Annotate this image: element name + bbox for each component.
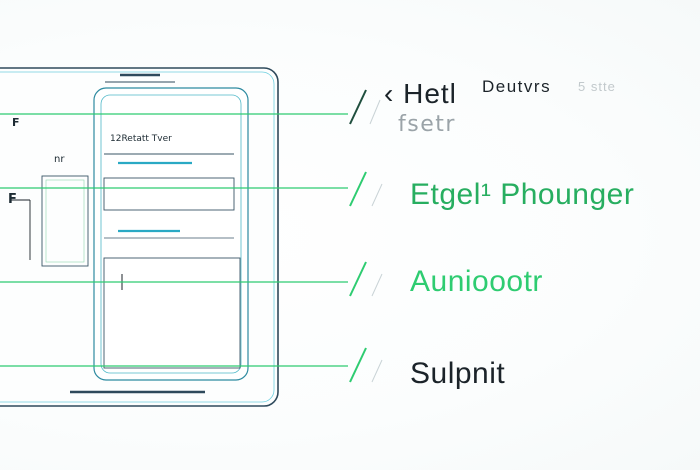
callout-heading-secondary: Deutvrs (482, 77, 552, 96)
text-area-box (103, 257, 241, 369)
side-card (41, 175, 89, 267)
callout-heading-faint: 5 stte (578, 79, 616, 94)
callout-submit-label: Sulpnit (410, 357, 506, 390)
field-2-box (103, 177, 235, 211)
phone-screen (100, 94, 242, 374)
callout-input-label: Etgel¹ Phounger (410, 178, 635, 211)
slash-heading (349, 89, 367, 125)
phone-outline (93, 87, 249, 381)
slash-action (349, 261, 367, 297)
slash-faint-2 (371, 183, 383, 207)
slash-input (349, 171, 367, 207)
side-mark-mid: F (8, 192, 17, 207)
slash-faint-3 (371, 273, 383, 297)
side-mark-small: nr (54, 154, 65, 165)
tablet-inner-bezel (0, 71, 275, 403)
callout-heading-primary: ‹ Hetl (384, 78, 457, 109)
side-mark-top: F (12, 116, 20, 129)
slash-faint-1 (369, 99, 381, 125)
callout-action-label: Aunioootr (410, 265, 543, 298)
callout-heading-sub: fsetr (398, 112, 456, 137)
device-header-label: 12Retatt Tver (110, 134, 172, 144)
slash-submit (349, 347, 367, 383)
side-card-inner (45, 179, 85, 263)
slash-faint-4 (371, 359, 383, 383)
